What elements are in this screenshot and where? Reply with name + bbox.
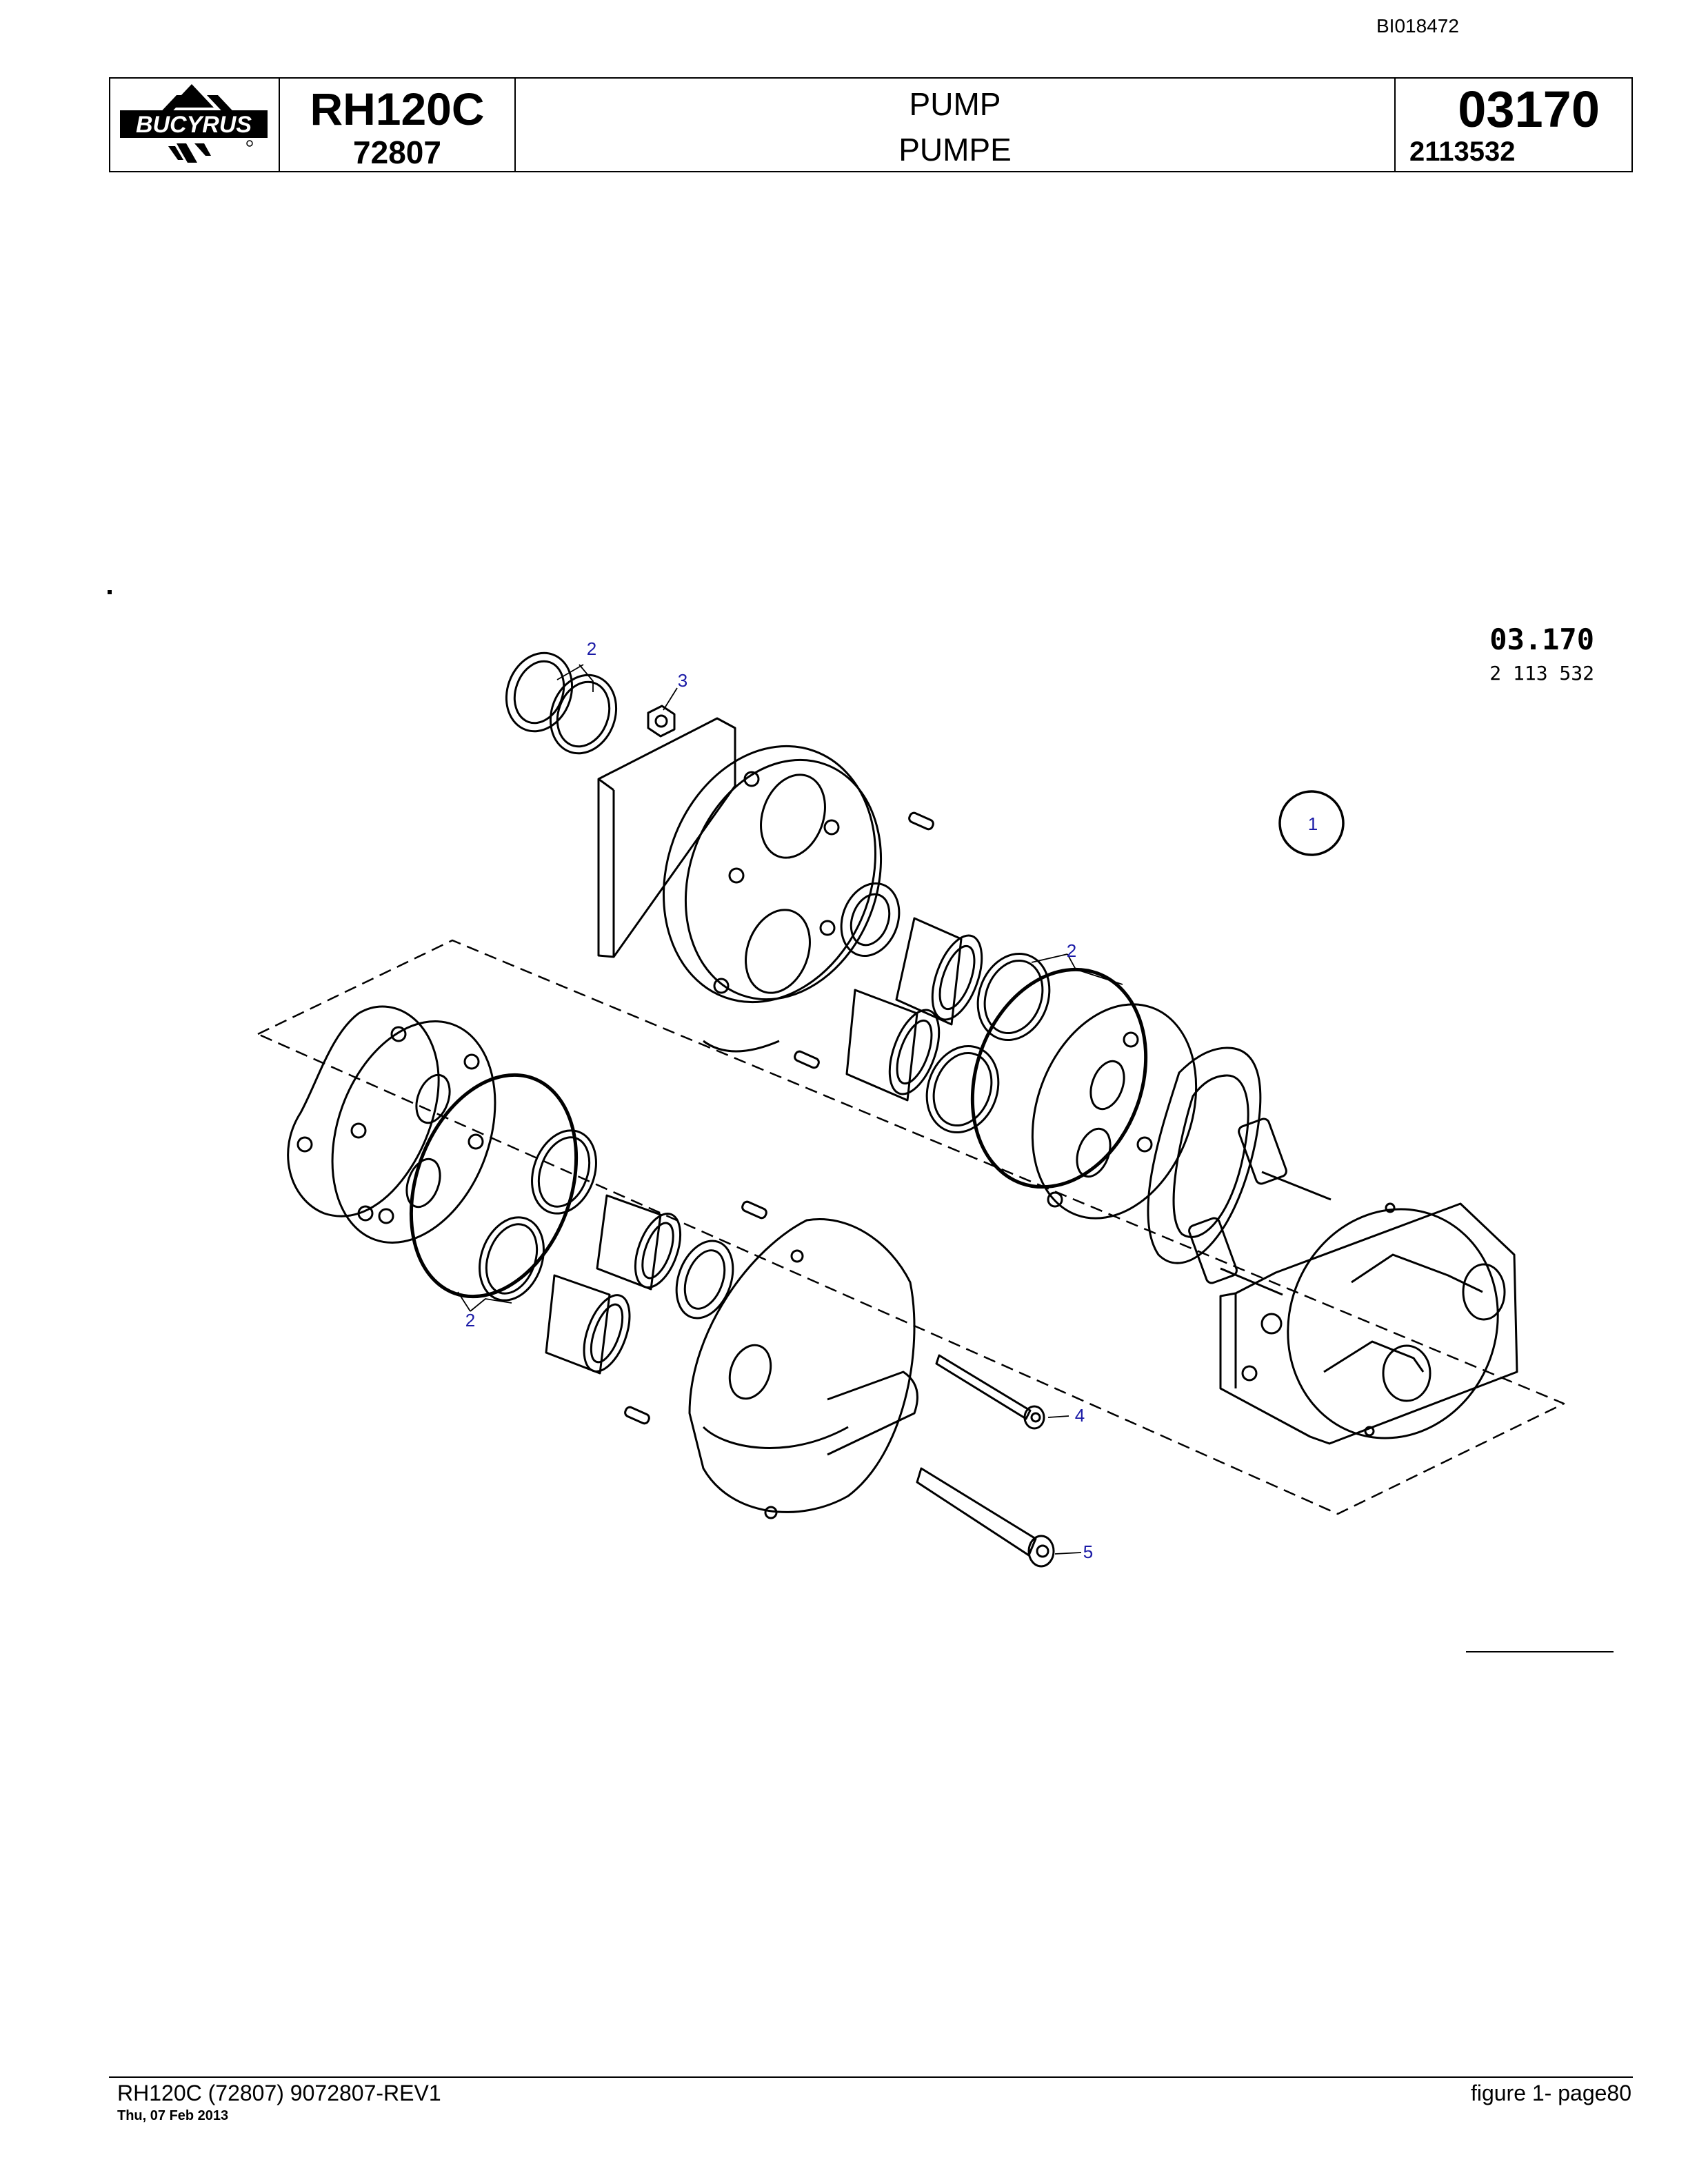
drawing-section-label: 03.170 xyxy=(1489,623,1594,656)
nut xyxy=(647,705,676,738)
rear-plate xyxy=(331,1020,496,1244)
footer-rule xyxy=(109,2076,1633,2078)
seal-rings-lower xyxy=(479,1129,597,1302)
short-bolt xyxy=(935,1354,1045,1430)
title-english: PUMP xyxy=(909,86,1001,122)
part-number: 2113532 xyxy=(1409,136,1516,167)
callout-2-lower: 2 xyxy=(465,1310,475,1331)
front-cover-housing xyxy=(597,717,883,1053)
rear-end-cover xyxy=(688,1218,918,1519)
model-cell: RH120C 72807 xyxy=(280,79,516,171)
code-cell: 03170 2113532 xyxy=(1396,79,1631,171)
subassembly-boundary xyxy=(257,939,1565,1515)
dowel-pin xyxy=(908,811,934,831)
needle-bearing xyxy=(895,917,983,1026)
callout-2-middle: 2 xyxy=(1067,940,1076,961)
header-table: BUCYRUS RH120C 72807 PUMP PUMPE 03170 21… xyxy=(109,77,1633,172)
footer-date: Thu, 07 Feb 2013 xyxy=(117,2108,229,2123)
logo-text: BUCYRUS xyxy=(136,112,252,138)
dowel-pin xyxy=(741,1200,767,1220)
needle-bearing xyxy=(596,1194,682,1291)
exploded-pump-drawing: 1 2 2 2 3 4 5 03.170 2 113 532 xyxy=(108,590,1614,1652)
dowel-pin xyxy=(794,1050,820,1069)
bearing-bushing xyxy=(675,1240,734,1320)
document-id: BI018472 xyxy=(1376,15,1459,37)
rear-gasket xyxy=(287,1005,440,1222)
wear-plate xyxy=(1031,1003,1198,1220)
callout-5: 5 xyxy=(1083,1541,1093,1562)
logo-cell: BUCYRUS xyxy=(110,79,280,171)
o-ring-large xyxy=(970,967,1148,1189)
bucyrus-logo: BUCYRUS xyxy=(120,84,268,163)
callout-3: 3 xyxy=(678,670,687,691)
callout-leaders xyxy=(457,664,1123,1555)
drawing-part-label: 2 113 532 xyxy=(1489,662,1594,685)
callout-1: 1 xyxy=(1308,813,1318,834)
section-code: 03170 xyxy=(1458,81,1600,138)
long-bolt xyxy=(916,1467,1055,1568)
title-cell: PUMP PUMPE xyxy=(516,79,1396,171)
footer-page: figure 1- page80 xyxy=(1470,2081,1631,2105)
bearing-bushing xyxy=(840,882,901,958)
reference-circle xyxy=(1278,790,1345,856)
footer-reference: RH120C (72807) 9072807-REV1 xyxy=(117,2081,441,2105)
callout-2-top: 2 xyxy=(587,638,596,659)
model-serial: 72807 xyxy=(353,134,441,170)
rear-housing-gears xyxy=(1188,1118,1518,1445)
gasket xyxy=(1147,1046,1262,1264)
dowel-pin xyxy=(624,1406,650,1425)
seal-rings-middle xyxy=(925,952,1051,1134)
margin-mark xyxy=(108,590,112,594)
needle-bearing xyxy=(845,989,941,1102)
title-german: PUMPE xyxy=(898,132,1012,168)
needle-bearing xyxy=(545,1274,631,1375)
callout-4: 4 xyxy=(1075,1405,1085,1426)
model-name: RH120C xyxy=(310,83,485,134)
seal-rings-top xyxy=(505,651,618,755)
